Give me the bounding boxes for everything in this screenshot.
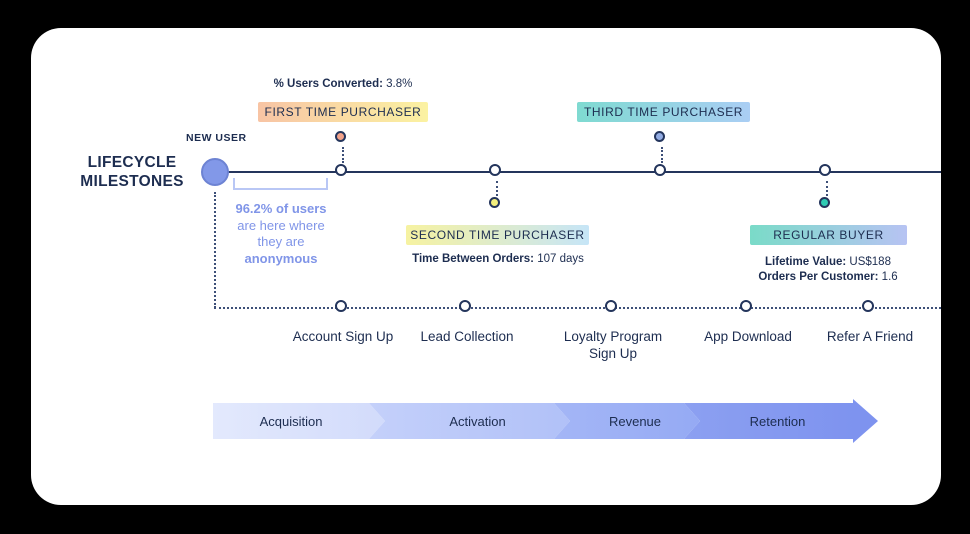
touchpoint-node-loyalty-program <box>605 300 617 312</box>
connector-second-purchase <box>496 181 498 196</box>
touchpoint-label-account-sign-up: Account Sign Up <box>292 329 394 344</box>
connector-third-purchase <box>661 147 663 163</box>
dotted-path-horizontal <box>214 307 941 309</box>
time-between-orders-value: 107 days <box>537 253 584 265</box>
anonymous-users-annotation: 96.2% of users are here where they are a… <box>211 201 351 267</box>
annotation-line1: 96.2% of users <box>235 201 327 216</box>
second-purchase-dot <box>489 197 500 208</box>
third-time-purchaser-tag: THIRD TIME PURCHASER <box>577 102 750 122</box>
regular-buyer-stats: Lifetime Value: US$188 Orders Per Custom… <box>737 255 919 285</box>
touchpoint-node-app-download <box>740 300 752 312</box>
annotation-line3: they are <box>257 234 305 249</box>
connector-first-purchase <box>342 147 344 163</box>
orders-per-customer-value: 1.6 <box>881 271 898 283</box>
first-purchase-dot <box>335 131 346 142</box>
new-user-label: NEW USER <box>186 132 247 144</box>
orders-per-customer-label: Orders Per Customer: <box>758 271 879 283</box>
lifetime-value-label: Lifetime Value: <box>765 256 847 268</box>
funnel-stage-retention: Retention <box>684 403 855 439</box>
funnel-stage-revenue: Revenue <box>554 403 700 439</box>
funnel-stage-retention-label: Retention <box>749 413 806 429</box>
touchpoint-label-loyalty-program: Loyalty Program Sign Up <box>563 329 663 361</box>
annotation-line2: are here where <box>237 217 325 233</box>
touchpoint-label-app-download: App Download <box>704 329 792 344</box>
timeline-line <box>215 171 941 173</box>
lifetime-value-stat: Lifetime Value: US$188 <box>737 255 919 270</box>
regular-buyer-dot <box>819 197 830 208</box>
new-user-node <box>201 158 229 186</box>
page-title-line1: LIFECYCLE <box>87 154 177 171</box>
second-time-purchaser-tag: SECOND TIME PURCHASER <box>406 225 589 245</box>
time-between-orders-stat: Time Between Orders: 107 days <box>407 252 589 267</box>
funnel-stage-activation: Activation <box>369 403 570 439</box>
regular-buyer-tag: REGULAR BUYER <box>750 225 907 245</box>
users-converted-value: 3.8% <box>386 78 413 90</box>
dotted-path-vertical <box>214 192 216 308</box>
first-time-purchaser-tag: FIRST TIME PURCHASER <box>258 102 428 122</box>
users-converted-stat: % Users Converted: 3.8% <box>253 77 433 92</box>
touchpoint-label-refer-a-friend: Refer A Friend <box>826 329 914 344</box>
timeline-node-regular-buyer <box>819 164 831 176</box>
connector-regular-buyer <box>826 181 828 196</box>
funnel-stage-acquisition: Acquisition <box>213 403 385 439</box>
third-purchase-dot <box>654 131 665 142</box>
timeline-node-second-purchase <box>489 164 501 176</box>
touchpoint-node-account-sign-up <box>335 300 347 312</box>
touchpoint-node-lead-collection <box>459 300 471 312</box>
page-title-line2: MILESTONES <box>80 173 184 190</box>
anonymous-range-bracket <box>233 178 328 190</box>
touchpoint-label-lead-collection: Lead Collection <box>420 329 514 344</box>
lifetime-value-value: US$188 <box>849 256 891 268</box>
funnel-stage-activation-label: Activation <box>449 413 506 429</box>
time-between-orders-label: Time Between Orders: <box>412 253 534 265</box>
funnel-stage-acquisition-label: Acquisition <box>259 413 323 429</box>
timeline-node-first-purchase <box>335 164 347 176</box>
users-converted-label: % Users Converted: <box>273 78 383 90</box>
timeline-node-third-purchase <box>654 164 666 176</box>
annotation-line4: anonymous <box>244 250 318 266</box>
touchpoint-node-refer-a-friend <box>862 300 874 312</box>
orders-per-customer-stat: Orders Per Customer: 1.6 <box>737 270 919 285</box>
page-title: LIFECYCLE MILESTONES <box>57 153 207 191</box>
funnel-stage-revenue-label: Revenue <box>608 413 662 429</box>
